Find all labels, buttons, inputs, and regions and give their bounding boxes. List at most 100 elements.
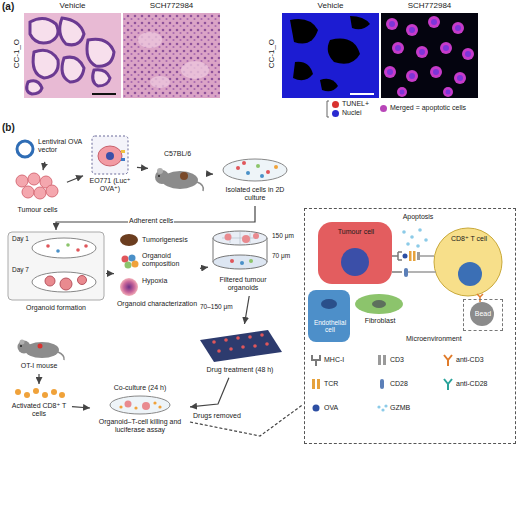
inset-cells [321,299,337,309]
stage-node: EO771 (Luc⁺ OVA⁺) [85,134,135,196]
drug-plate [212,340,216,344]
flow-arrow [106,273,114,274]
fluorescence-image-treated [440,42,452,54]
fluorescence-image-treated [431,19,437,25]
fluorescence-image-treated [443,45,449,51]
eo771-cell [106,152,114,160]
tumour-cell-cluster [46,185,58,197]
legend-label: Merged = apoptotic cells [390,104,466,112]
eo771-cell [121,158,125,161]
stage-node: OT-I mouse [8,332,70,372]
filter-stack [225,234,232,241]
column-heading: SCH772984 [381,1,478,10]
node-label: Organoid–T-cell killing and luciferase a… [92,418,188,434]
node-label: Day 7 [12,266,38,273]
fluorescence-image-vehicle [293,62,313,81]
organoid-formation-panel [32,272,96,292]
drug-plate [229,347,233,351]
mouse-c57bl6 [158,175,160,177]
organoid-formation-panel [66,243,70,247]
he-image-treated [138,32,162,48]
legend-label: Nuclei [342,109,361,117]
organoid-formation-panel [78,276,87,285]
he-image-treated [123,13,220,98]
stage-node: TumorigenesisOrganoid compositionHypoxia… [116,232,198,316]
coculture-dish [110,396,170,414]
receptor-synapse [403,254,408,259]
granzyme-granules [418,228,422,232]
legend-label: CD3 [390,356,404,364]
coculture-dish [134,406,137,409]
fluorescence-image-treated [452,22,464,34]
filter-stack [213,238,214,262]
mouse-ot1 [18,341,31,354]
drug-plate [200,330,282,362]
flow-arrow [137,167,148,168]
legend-label: anti-CD28 [456,380,488,388]
fluorescence-image-treated [387,69,393,75]
flow-arrow [72,407,90,408]
stage-node: CD8⁺ T cell [441,233,497,293]
mouse-ot1 [18,340,65,361]
fluorescence-image-treated [446,90,451,95]
granzyme-granules [402,230,406,234]
fluorescence-image-treated [433,69,439,75]
organoid-formation-panel [8,232,104,300]
he-image-treated [123,13,220,98]
he-image-vehicle [27,81,42,94]
fluorescence-image-treated [406,70,418,82]
fluorescence-image-treated [457,75,463,81]
fluorescence-image-vehicle [350,93,374,95]
key-icons [380,379,384,389]
characterization-icons [120,234,138,246]
node-label: Activated CD8⁺ T cells [8,402,70,418]
he-image-vehicle [92,93,116,95]
mouse-c57bl6 [157,168,163,174]
he-image-vehicle [30,18,58,43]
node-label: 150 μm [272,232,300,239]
flow-arrow [190,405,302,436]
node-label: EO771 (Luc⁺ OVA⁺) [85,177,135,193]
tumour-cell-cluster [22,186,34,198]
characterization-icons [132,261,139,268]
coculture-dish [119,405,122,408]
fluorescence-image-treated [386,18,398,30]
fluorescence-image-treated [392,42,404,54]
fluorescence-image-treated [397,87,407,97]
organoid-formation-panel [84,244,88,248]
fluorescence-image-treated [455,25,461,31]
stage-node: Co-culture (24 h)Organoid–T-cell killing… [92,384,188,440]
column-heading: Vehicle [24,1,121,10]
key-icons [444,355,452,366]
legend-label: anti-CD3 [456,356,484,364]
culture-dish-2d [246,171,250,175]
filter-stack [213,231,267,245]
he-image-vehicle [24,13,121,98]
inset-cells [308,222,502,342]
granzyme-granules [406,242,410,246]
inset-cells [308,290,350,342]
granzyme-granules [402,228,428,248]
culture-dish-2d [260,174,264,178]
legend-bracket [327,101,329,117]
node-label: Tumour cells [10,206,65,214]
fluorescence-image-treated [395,45,401,51]
node-label: Fibroblast [355,317,405,325]
receptor-synapse [404,268,408,277]
node-label: Drug treatment (48 h) [190,366,290,374]
row-label: CC-1_O [12,37,21,71]
filter-stack [242,235,250,243]
flow-arrow [245,296,250,324]
panel-letter: (a) [2,1,14,13]
he-image-vehicle [33,50,58,78]
he-image-vehicle [62,57,84,82]
t-cell-dots [33,388,39,394]
granzyme-granules [410,235,414,239]
t-cell-dots [51,389,57,395]
stage-node: 150 μm70 μmFiltered tumour organoids [210,228,300,294]
culture-dish-2d [242,161,246,165]
drug-plate [241,345,245,349]
node-label: Organoid characterization [116,300,198,308]
